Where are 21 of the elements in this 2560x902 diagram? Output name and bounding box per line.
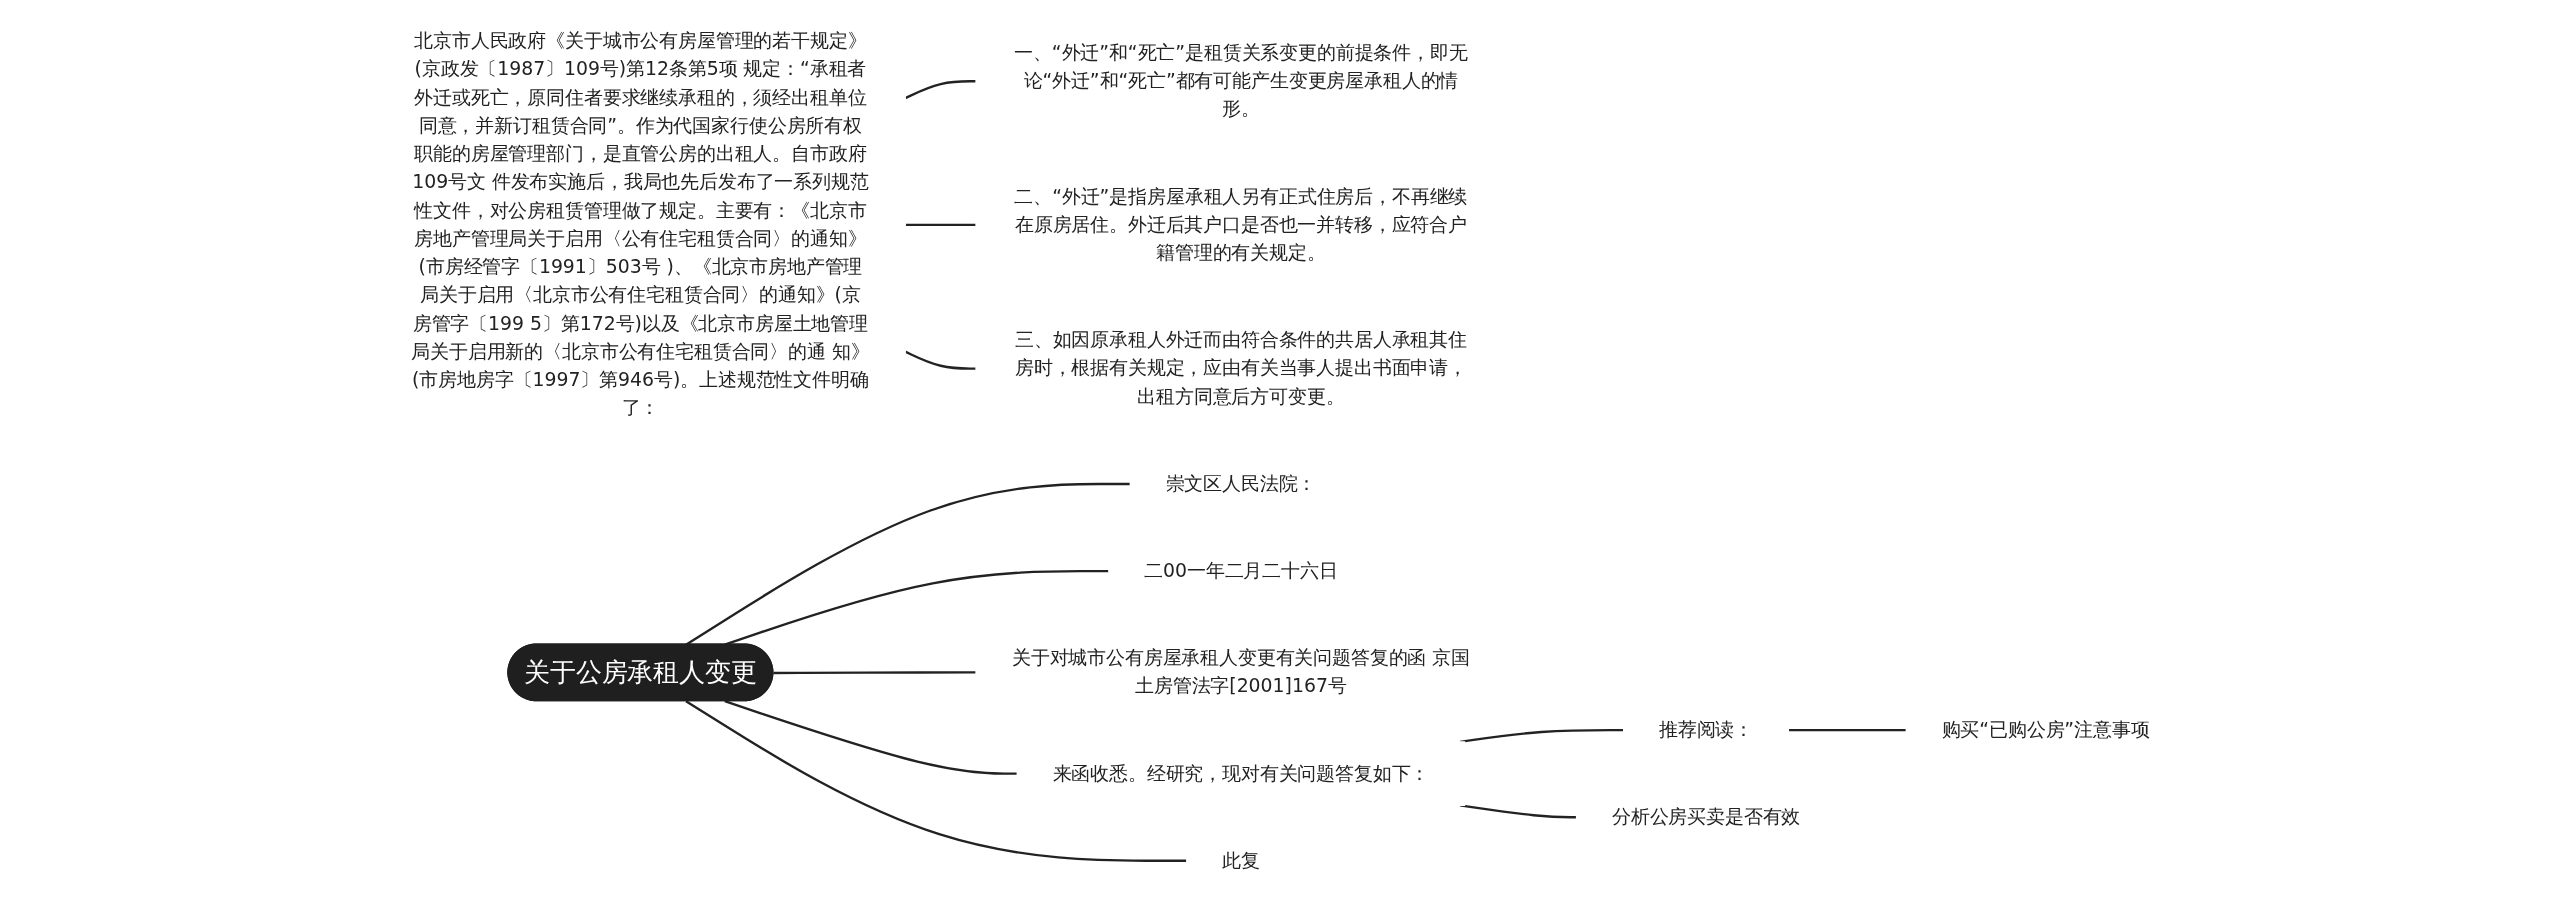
node-text: 此复 [1221, 849, 1260, 872]
node-text: 二、“外迁”是指房屋承租人另有正式住房后，不再继续在原房居住。外迁后其户口是否也一并转移，应符合户籍管理的有关规定。 [1014, 184, 1468, 264]
node-text: 购买“已购公房”注意事项 [1941, 718, 2150, 741]
mind-map: 关于公房承租人变更 崇文区人民法院： 北京市人民政府《关于城市公有房屋管理的若干规定》(京政发〔1987〕109号)第12条第5项 规定：“承租者外迁或死亡，原同住者要求继续承租的，须经出租单位同意，并新订租赁合同”。作为代国家行使公房所有权职能的房屋管理部门，是直管公房的出租人。自市政府109号文 件发布实施后，我局也先后发布了一系列规范性文件，对公房租赁管理做了规定。主要有：《北京市房地产管理局关于启用〈公有住宅租赁合同〉的通知》(市房经管字〔1991〕503号 )、《北京市房地产管理局关于启用〈北京市公有住宅租赁合同〉的通知》(京房管字〔199 5〕第172号)以及《北京市房屋土地管理局关于启用新的〈北京市公有住宅租赁合同〉的通 知》(市房地房字〔1997〕第946号)。上述规范性文件明确了： 一、“外迁”和“死亡”是租赁关系变更的前提条件，即无论“外迁”和“死亡”都有可能产生变更房屋承租人的情形。 二、“外迁”是指房屋承租人另有正式住房后，不再继续在原房居住。外迁后其户口是否也一并转移，应符合户籍管理的有关规定。 三、如因原承租人外迁而由符合条件的共居人承租其住房时，根据有关规定，应由有关当事人提出书面申请，出租方同意后方可变更。 二00一年二月二十六日 关于对城市公有房屋承租人变更有关问题答复的函 京国土房管法字[2001]167号 来函收悉。经研究，现对有关问题答复如下： 推荐阅读： 购买“已购公房”注意事项 分析公房买卖是否有效 此复 [365, 0, 2195, 902]
node-text: 北京市人民政府《关于城市公有房屋管理的若干规定》(京政发〔1987〕109号)第12条第5项 规定：“承租者外迁或死亡，原同住者要求继续承租的，须经出租单位同意，并新订租赁合同”。作为代国家行使公房所有权职能的房屋管理部门，是直管公房的出租人。自市政府109号文 件发布实施后，我局也先后发布了一系列规范性文件，对公房租赁管理做了规定。主要有：《北京市房地产管理局关于启用〈公有住宅租赁合同〉的通知》(市房经管字〔1991〕503号 )、《北京市房地产管理局关于启用〈北京市公有住宅租赁合同〉的通知》(京房管字〔199 5〕第172号)以及《北京市房屋土地管理局关于启用新的〈北京市公有住宅租赁合同〉的通 知》(市房地房字〔1997〕第946号)。上述规范性文件明确了： [411, 29, 870, 420]
node-text: 三、如因原承租人外迁而由符合条件的共居人承租其住房时，根据有关规定，应由有关当事人提出书面申请，出租方同意后方可变更。 [1014, 328, 1467, 408]
connector [1459, 728, 1624, 743]
connector [905, 223, 976, 227]
node-text: 推荐阅读： [1658, 718, 1754, 741]
connector [1788, 728, 1907, 732]
node-text: 来函收悉。经研究，现对有关问题答复如下： [1052, 761, 1430, 785]
connector [724, 700, 1018, 775]
connector [773, 671, 976, 675]
node-text: 二00一年二月二十六日 [1144, 559, 1338, 582]
node-text: 关于对城市公有房屋承租人变更有关问题答复的函 京国土房管法字[2001]167号 [1011, 646, 1470, 698]
connector [685, 700, 1187, 862]
node-text: 分析公房买卖是否有效 [1611, 805, 1801, 828]
connector [685, 482, 1131, 646]
node-text: 崇文区人民法院： [1165, 472, 1317, 495]
connector [1459, 804, 1577, 819]
node-text: 一、“外迁”和“死亡”是租赁关系变更的前提条件，即无论“外迁”和“死亡”都有可能产生变更房屋承租人的情形。 [1014, 41, 1468, 121]
